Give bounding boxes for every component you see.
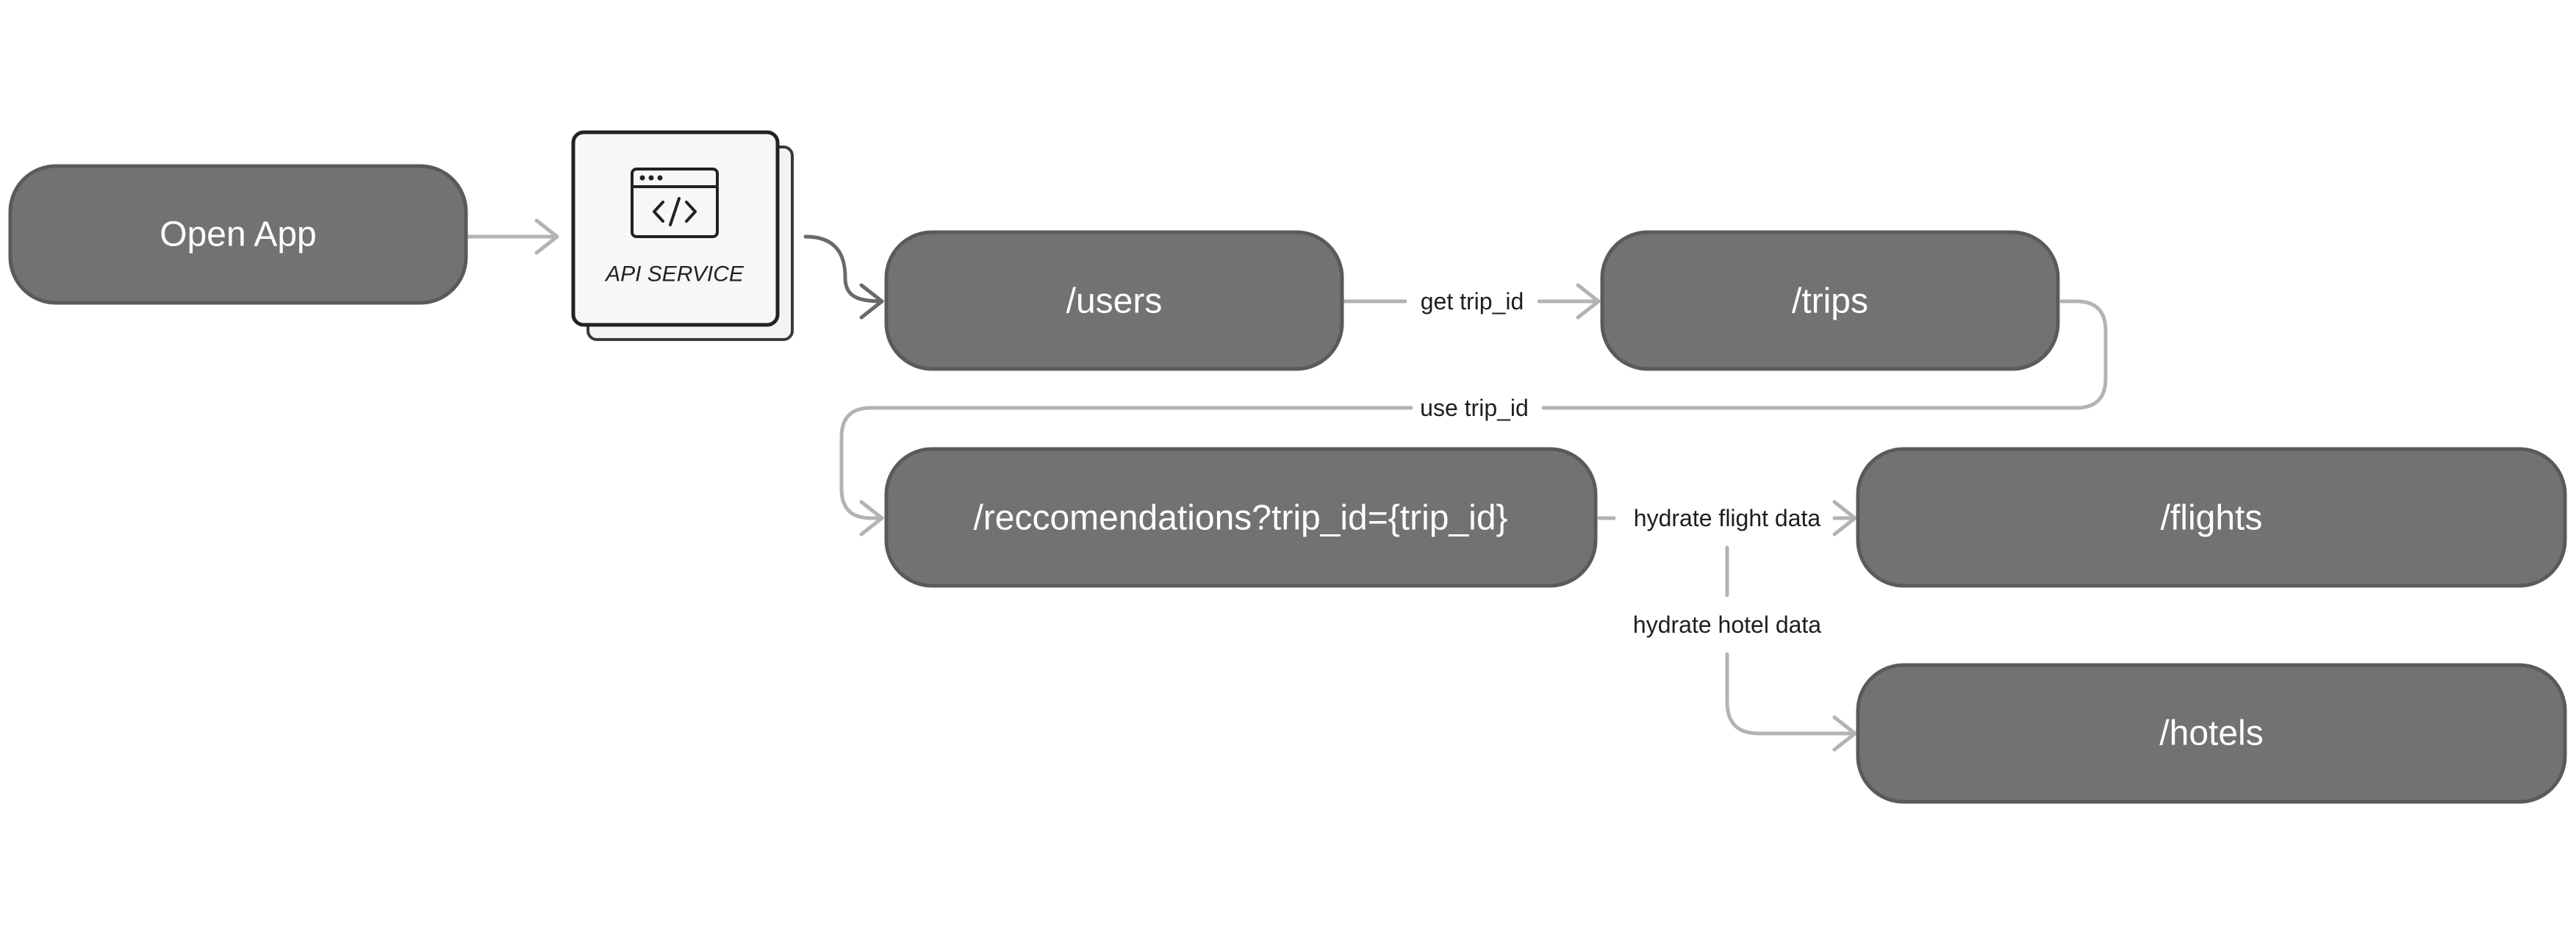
node-hotels-label: /hotels bbox=[2159, 714, 2263, 753]
edge-api-users bbox=[803, 234, 884, 320]
node-users-label: /users bbox=[1066, 282, 1163, 321]
edge-label-hydrate-flight: hydrate flight data bbox=[1634, 505, 1821, 531]
edge-recommendations-flights bbox=[1597, 500, 1857, 536]
node-trips-label: /trips bbox=[1792, 282, 1868, 321]
node-open-app: Open App bbox=[8, 164, 468, 305]
node-api-service-label: API SERVICE bbox=[604, 262, 745, 287]
edge-trips-recommendations bbox=[839, 299, 2108, 536]
edge-label-hydrate-hotel: hydrate hotel data bbox=[1633, 611, 1821, 638]
edge-label-use-trip-id: use trip_id bbox=[1420, 395, 1529, 421]
code-window-icon bbox=[631, 168, 719, 238]
node-open-app-label: Open App bbox=[159, 215, 317, 254]
node-trips: /trips bbox=[1600, 230, 2060, 371]
edge-recommendations-hotels bbox=[1725, 545, 1857, 752]
node-flights: /flights bbox=[1856, 447, 2567, 588]
edge-openapp-api bbox=[466, 218, 559, 255]
node-api-service: API SERVICE bbox=[571, 130, 794, 341]
edge-label-get-trip-id: get trip_id bbox=[1421, 288, 1524, 315]
node-users: /users bbox=[884, 230, 1344, 371]
node-recommendations: /reccomendations?trip_id={trip_id} bbox=[884, 447, 1598, 588]
node-flights-label: /flights bbox=[2161, 499, 2263, 538]
node-hotels: /hotels bbox=[1856, 663, 2567, 804]
node-recommendations-label: /reccomendations?trip_id={trip_id} bbox=[973, 499, 1507, 538]
edge-users-trips bbox=[1343, 283, 1601, 320]
